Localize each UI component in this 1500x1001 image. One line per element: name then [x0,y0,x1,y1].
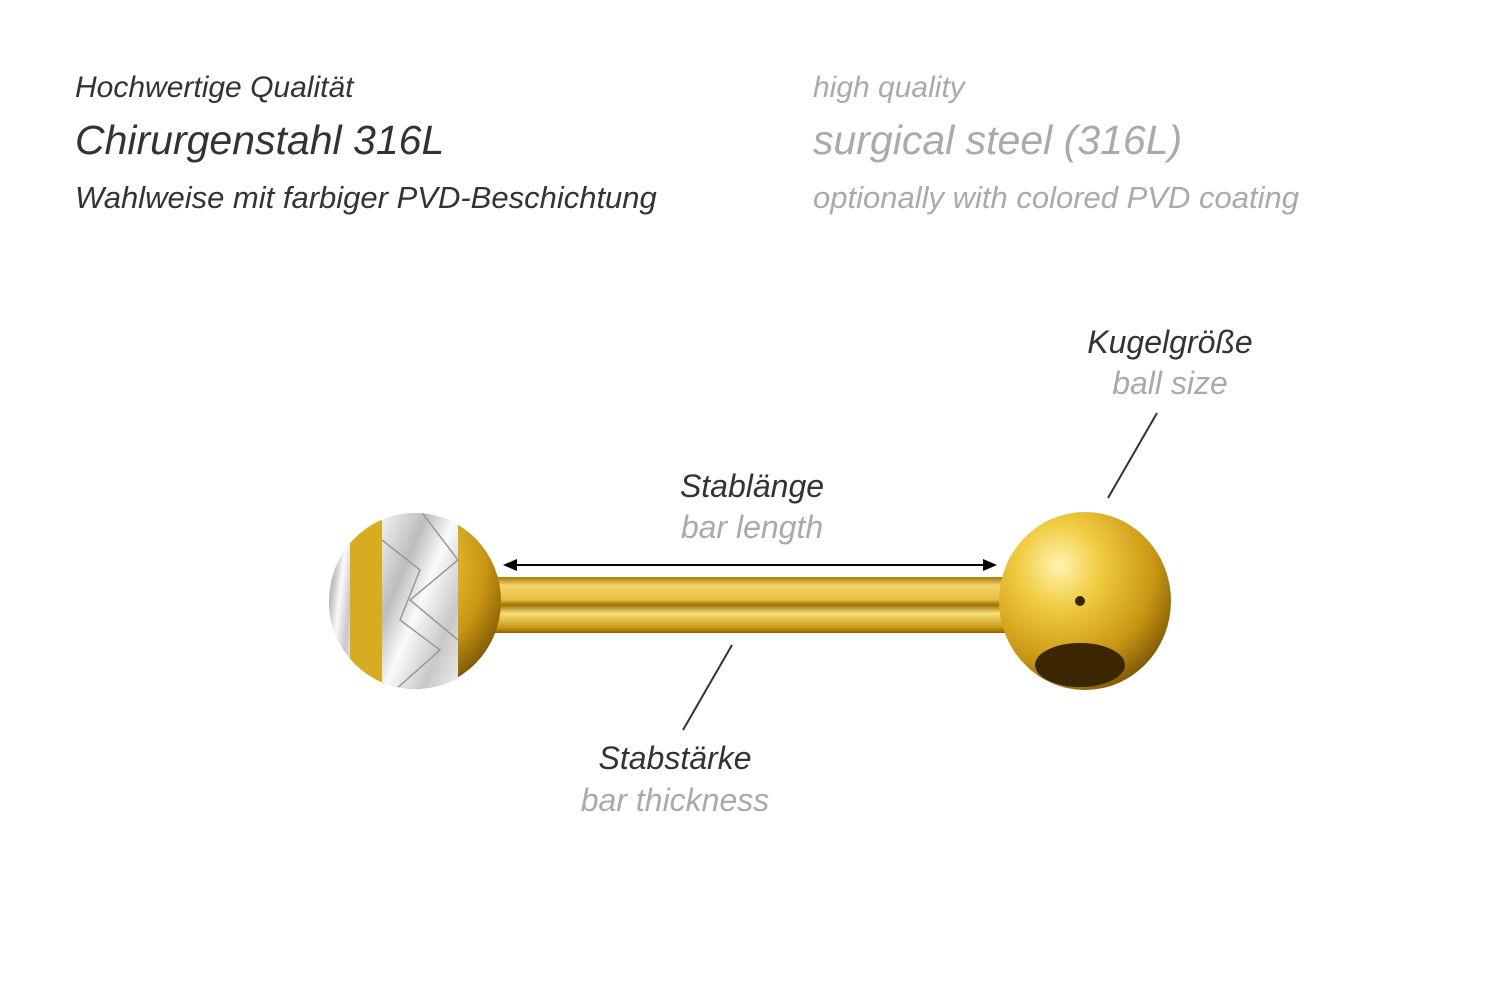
bar-length-label-en: bar length [680,509,824,545]
bar [490,577,1005,633]
crystal-ball [329,513,501,689]
header-de-line1: Hochwertige Qualität [75,71,354,104]
ball [999,512,1171,690]
header-en-line2: surgical steel (316L) [813,117,1183,163]
bar-thickness-label-en: bar thickness [580,782,770,818]
header-en-line1: high quality [813,71,965,104]
bar-thickness-label-de: Stabstärke [598,740,752,776]
bar-length-arrow [503,559,997,571]
ball-size-label-en: ball size [1112,365,1228,401]
ball-size-pointer [1107,412,1158,499]
header-de-line2: Chirurgenstahl 316L [75,117,445,163]
bar-thickness-pointer [682,644,733,731]
bar-length-label-de: Stablänge [679,468,825,504]
ball-size-label-de: Kugelgröße [1087,324,1253,360]
header-de-line3: Wahlweise mit farbiger PVD-Beschichtung [75,180,657,215]
header-en-line3: optionally with colored PVD coating [813,180,1299,215]
